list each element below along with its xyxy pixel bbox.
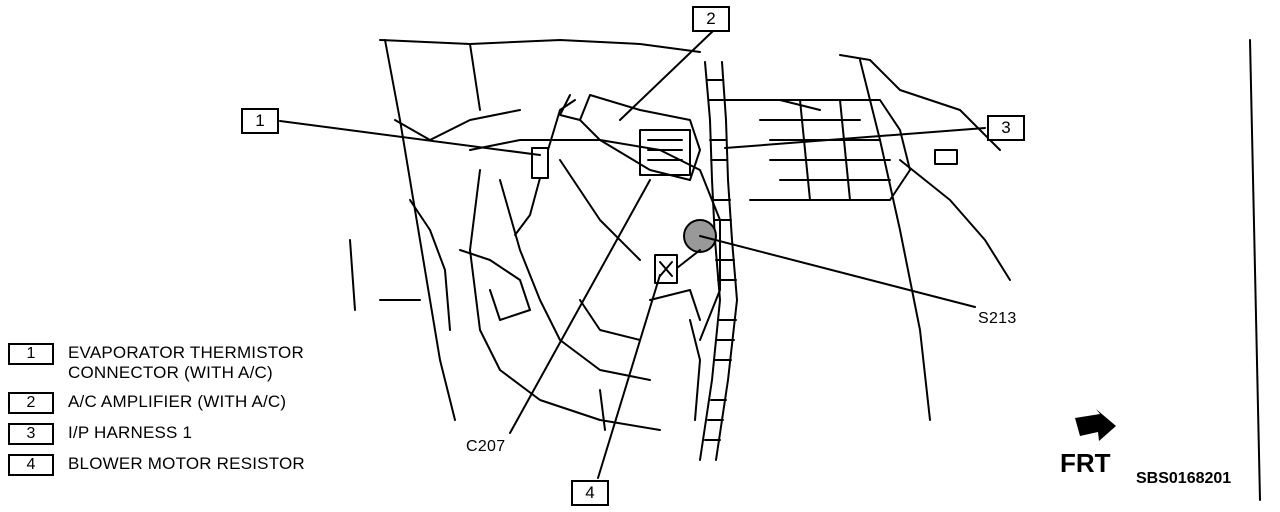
dash-outline (349, 39, 1261, 501)
callout-3: 3 (987, 115, 1025, 141)
legend-text: A/C AMPLIFIER (WITH A/C) (68, 392, 287, 411)
connector-label: C207 (466, 438, 506, 455)
blower-motor-resistor (654, 249, 701, 284)
legend-number: 3 (8, 423, 54, 445)
legend-text: BLOWER MOTOR RESISTOR (68, 454, 305, 473)
front-direction-label: FRT (1060, 448, 1111, 478)
legend: 1 EVAPORATOR THERMISTOR CONNECTOR (WITH … (8, 343, 428, 485)
leader-line-4 (597, 274, 661, 479)
legend-text: EVAPORATOR THERMISTOR CONNECTOR (WITH A/… (68, 343, 304, 382)
legend-item: 3 I/P HARNESS 1 (8, 423, 428, 445)
legend-item: 4 BLOWER MOTOR RESISTOR (8, 454, 428, 476)
vent-grille (739, 99, 958, 201)
leader-line-2 (619, 30, 714, 121)
legend-number: 1 (8, 343, 54, 365)
ip-harness (689, 61, 738, 461)
ac-amplifier (559, 94, 701, 181)
leader-line-s213 (699, 235, 976, 308)
callout-4: 4 (571, 480, 609, 506)
legend-text: I/P HARNESS 1 (68, 423, 193, 442)
legend-item: 1 EVAPORATOR THERMISTOR CONNECTOR (WITH … (8, 343, 428, 383)
leader-line-1 (279, 120, 541, 156)
legend-number: 4 (8, 454, 54, 476)
hvac-case (459, 99, 821, 431)
splice-label: S213 (978, 310, 1017, 327)
figure-code: SBS0168201 (1136, 470, 1232, 487)
callout-2: 2 (692, 6, 730, 32)
legend-number: 2 (8, 392, 54, 414)
callout-1: 1 (241, 108, 279, 134)
leader-lines (279, 30, 986, 479)
legend-item: 2 A/C AMPLIFIER (WITH A/C) (8, 392, 428, 414)
leader-line-c207 (509, 179, 651, 434)
thermistor-connector (514, 99, 576, 236)
leader-line-3 (724, 127, 986, 149)
front-arrow-icon (1075, 409, 1116, 441)
